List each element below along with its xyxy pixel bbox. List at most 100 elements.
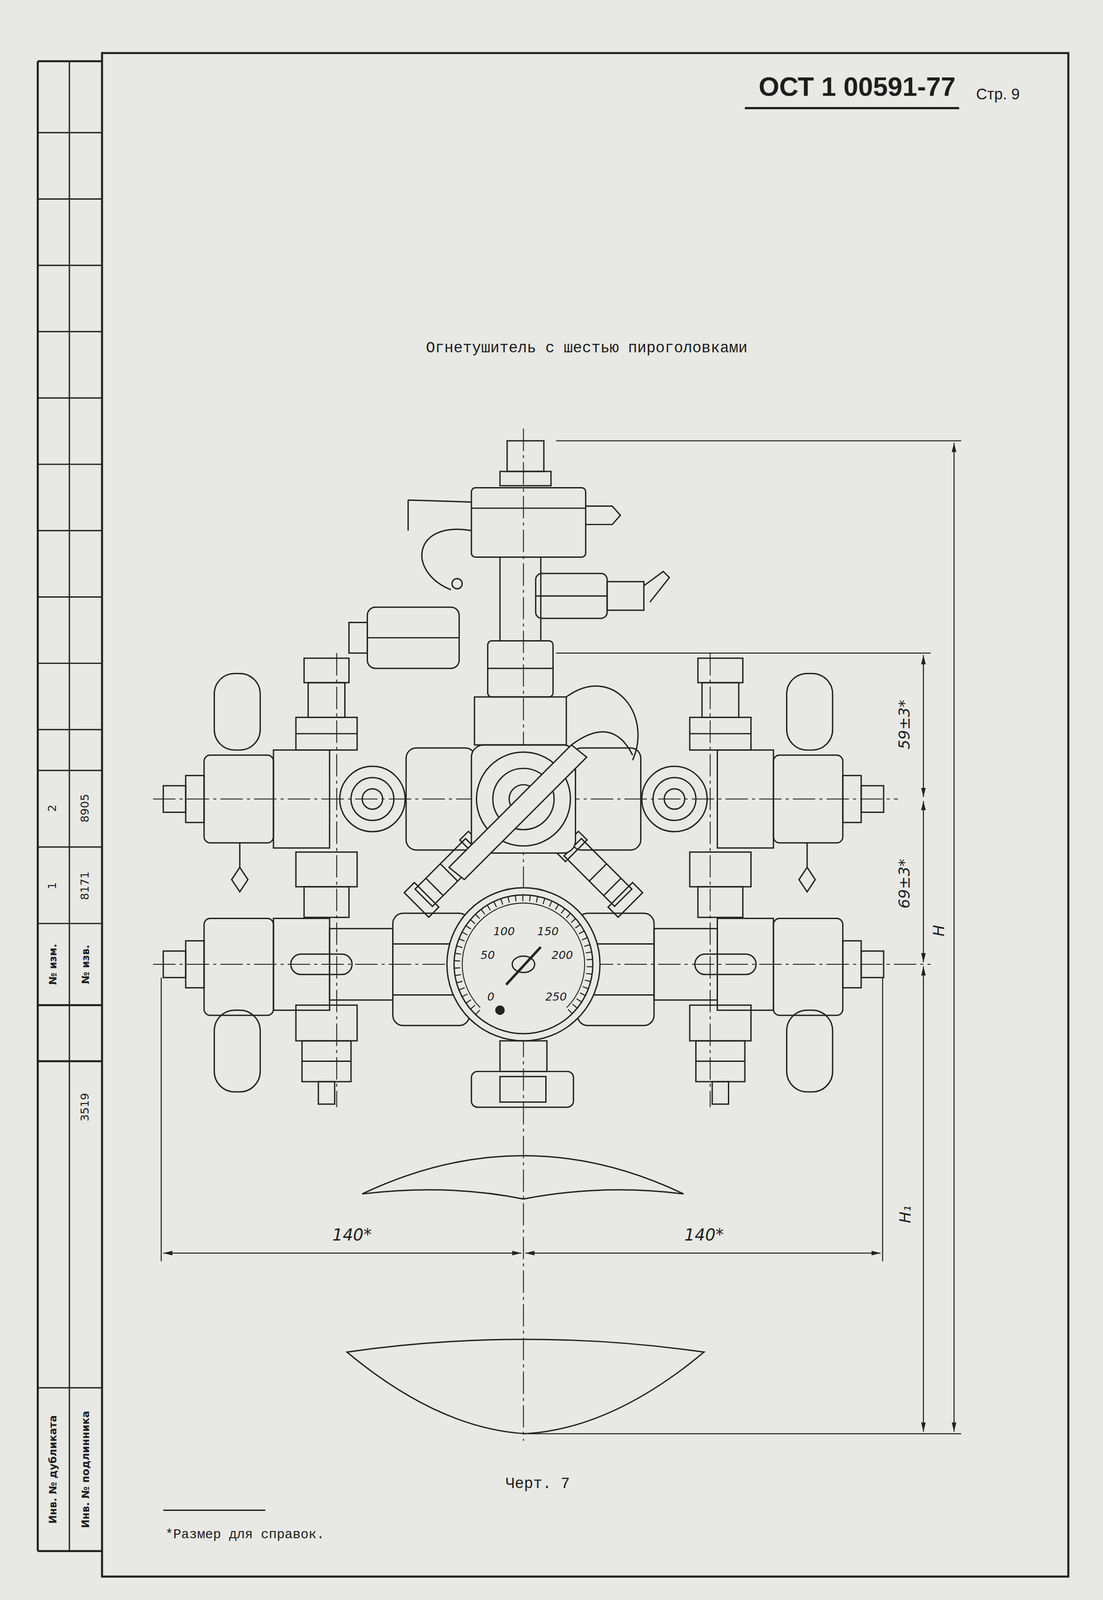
drawing-caption: Черт. 7 <box>505 1475 570 1494</box>
dimension-lines <box>923 654 924 797</box>
side-table-lines <box>37 769 103 771</box>
dimension-lines <box>882 977 884 1262</box>
top-pyrohead <box>500 471 552 486</box>
dimension-lines <box>953 442 955 1432</box>
header-underline <box>744 106 960 110</box>
center-lines <box>336 653 338 1108</box>
top-pyrohead <box>367 607 460 669</box>
dimension-lines <box>163 1252 522 1254</box>
top-pyrohead <box>349 622 368 653</box>
cylinder-breaks <box>346 1339 705 1434</box>
top-pyrohead <box>471 507 586 509</box>
dimension-lines <box>555 652 931 654</box>
valve-assembly-half <box>273 918 330 1010</box>
valve-assembly-half <box>318 1081 335 1104</box>
gauge-scale-number: 0 <box>487 991 495 1005</box>
valve-assembly-half <box>163 658 492 1104</box>
pressure-gauge <box>462 902 586 1008</box>
table-header: № изм. <box>47 943 59 985</box>
side-table-lines <box>37 198 103 200</box>
center-lines <box>153 428 931 1441</box>
dimension: H <box>931 922 949 939</box>
gauge-scale-number: 250 <box>545 991 567 1005</box>
gauge-neck <box>500 1076 547 1103</box>
dimension-lines <box>528 1432 962 1434</box>
drawing-title: Огнетушитель с шестью пироголовками <box>426 340 748 358</box>
center-boss <box>448 731 633 880</box>
sheet-frame <box>102 53 1069 1577</box>
valve-assembly-half <box>231 867 248 892</box>
side-table-lines <box>37 463 103 466</box>
table-header: № изв. <box>79 944 92 984</box>
footnote: *Размер для справок. <box>165 1527 325 1544</box>
dimension: 140* <box>330 1226 374 1245</box>
side-table-lines <box>37 1387 103 1389</box>
valve-assembly-half <box>290 953 353 975</box>
top-pyrohead <box>474 696 567 745</box>
top-pyrohead <box>487 667 554 670</box>
footnote-rule <box>163 1509 266 1511</box>
top-pyrohead <box>507 440 544 472</box>
pressure-gauge <box>446 887 600 1041</box>
sheet-frame <box>37 1549 103 1552</box>
side-table-lines <box>37 132 103 1388</box>
dimension-lines <box>161 440 962 1434</box>
valve-assembly-half <box>425 878 444 896</box>
side-table-lines <box>37 397 103 399</box>
dimension-lines <box>525 1252 881 1254</box>
valve-assembly-half <box>295 1004 358 1041</box>
valve-assembly-half <box>295 732 358 735</box>
valve-assembly-half <box>214 673 261 750</box>
top-pyrohead <box>471 487 586 558</box>
table-header: Инв. № подлинника <box>79 1410 92 1528</box>
gauge-neck <box>471 1071 574 1108</box>
valve-assembly-half <box>204 755 274 843</box>
valve-assembly-half <box>204 918 274 1016</box>
valve-assembly-half <box>302 1060 351 1062</box>
side-table-lines <box>37 530 103 532</box>
valve-assembly-half <box>303 886 349 918</box>
dimension-lines <box>923 966 924 1432</box>
pressure-gauge <box>495 1005 505 1014</box>
pressure-gauge <box>446 887 600 1041</box>
side-table-lines <box>37 1004 103 1007</box>
pressure-gauge <box>453 894 593 1034</box>
valve-assembly-half <box>329 928 393 1001</box>
document-number: ОСТ 1 00591-77 <box>758 72 956 103</box>
gauge-scale-number: 50 <box>480 949 496 963</box>
top-pyrohead <box>349 440 670 761</box>
center-boss <box>571 731 633 756</box>
side-table-lines <box>37 1060 103 1063</box>
top-pyrohead <box>421 529 472 590</box>
top-pyrohead <box>566 686 638 761</box>
valve-assembly-half <box>185 940 205 988</box>
cylinder-breaks <box>346 1155 705 1434</box>
top-pyrohead <box>452 578 463 589</box>
table-header: Инв. № дубликата <box>47 1415 59 1524</box>
cylinder-breaks <box>362 1155 684 1199</box>
top-pyrohead <box>585 506 620 525</box>
gauge-neck <box>471 1040 574 1108</box>
center-lines <box>709 653 711 1108</box>
valve-assembly-half <box>239 842 241 868</box>
gauge-scale-number: 100 <box>493 926 515 940</box>
top-pyrohead <box>487 640 554 697</box>
dimension-lines <box>555 440 962 442</box>
top-pyrohead <box>607 581 644 611</box>
sheet-frame <box>37 59 103 63</box>
side-table-lines <box>37 728 103 731</box>
valve-assembly-half <box>350 777 394 821</box>
side-table-lines <box>37 264 103 266</box>
valve-assembly-half <box>362 788 383 810</box>
table-cell: 8905 <box>79 793 93 823</box>
valve-assembly-half <box>163 950 186 978</box>
valve-assembly-half <box>163 785 186 813</box>
valve-assembly-half <box>303 658 349 683</box>
valve-assembly-half <box>273 749 330 848</box>
top-pyrohead <box>500 557 541 642</box>
center-boss <box>448 744 587 880</box>
side-table-lines <box>37 662 103 664</box>
valve-assembly-half <box>185 775 205 823</box>
valve-assembly-half <box>295 717 358 750</box>
